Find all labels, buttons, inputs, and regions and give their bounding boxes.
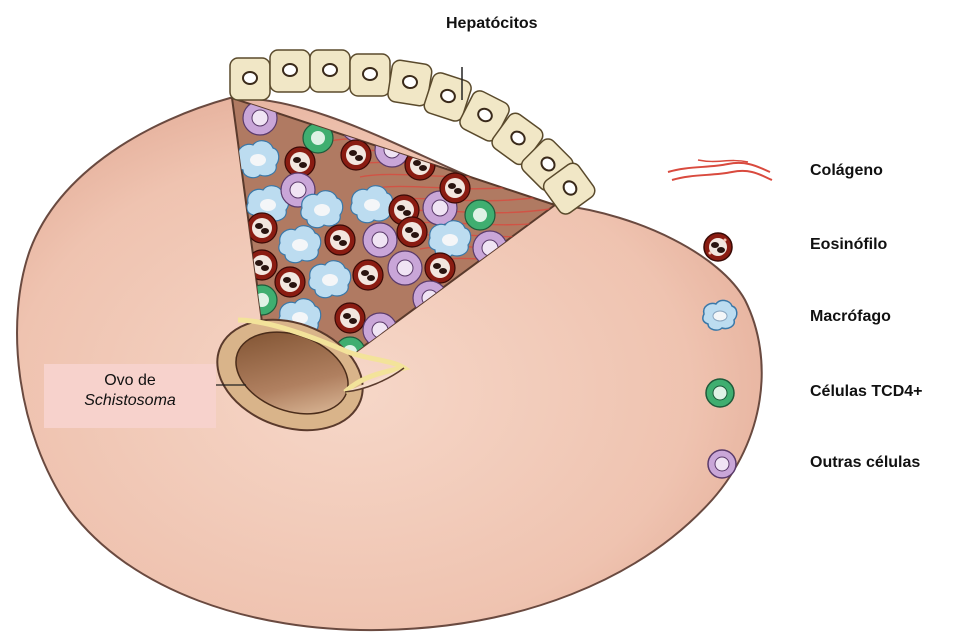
macrophage-cell	[309, 261, 351, 298]
tcd4-cell-icon	[706, 379, 734, 407]
eosinophil-cell	[353, 260, 383, 290]
eosinophil-cell	[397, 217, 427, 247]
macrophage-cell	[301, 191, 343, 228]
hepatocytes-label: Hepatócitos	[446, 15, 538, 33]
egg-label-box: Ovo de Schistosoma	[44, 364, 216, 428]
collagen-icon	[668, 160, 772, 180]
eosinophil-cell	[275, 267, 305, 297]
other-cell	[388, 251, 422, 285]
macrophage-icon	[703, 300, 737, 330]
macrophage-cell	[429, 221, 471, 258]
hepatocyte-cell	[310, 50, 350, 92]
eosinophil-icon	[704, 233, 732, 261]
eosinophil-cell	[425, 253, 455, 283]
other-cell	[363, 223, 397, 257]
hepatocyte-cell	[270, 50, 310, 92]
legend-label-tcd4: Células TCD4+	[810, 383, 922, 401]
eosinophil-cell	[335, 303, 365, 333]
legend-label-macrophage: Macrófago	[810, 308, 891, 326]
egg-label-line2: Schistosoma	[44, 392, 216, 410]
legend-label-eosinophil: Eosinófilo	[810, 236, 887, 254]
macrophage-cell	[351, 186, 393, 223]
eosinophil-cell	[440, 173, 470, 203]
eosinophil-cell	[247, 213, 277, 243]
other-cell-icon	[708, 450, 736, 478]
hepatocyte-cell	[230, 58, 270, 100]
legend-label-other: Outras células	[810, 454, 920, 472]
legend-label-collagen: Colágeno	[810, 162, 883, 180]
eosinophil-cell	[325, 225, 355, 255]
eosinophil-cell	[285, 147, 315, 177]
macrophage-cell	[237, 141, 279, 178]
macrophage-cell	[279, 226, 321, 263]
egg-label-line1: Ovo de	[44, 372, 216, 390]
tcd4-cell	[465, 200, 495, 230]
eosinophil-cell	[341, 140, 371, 170]
hepatocyte-cell	[350, 54, 390, 96]
